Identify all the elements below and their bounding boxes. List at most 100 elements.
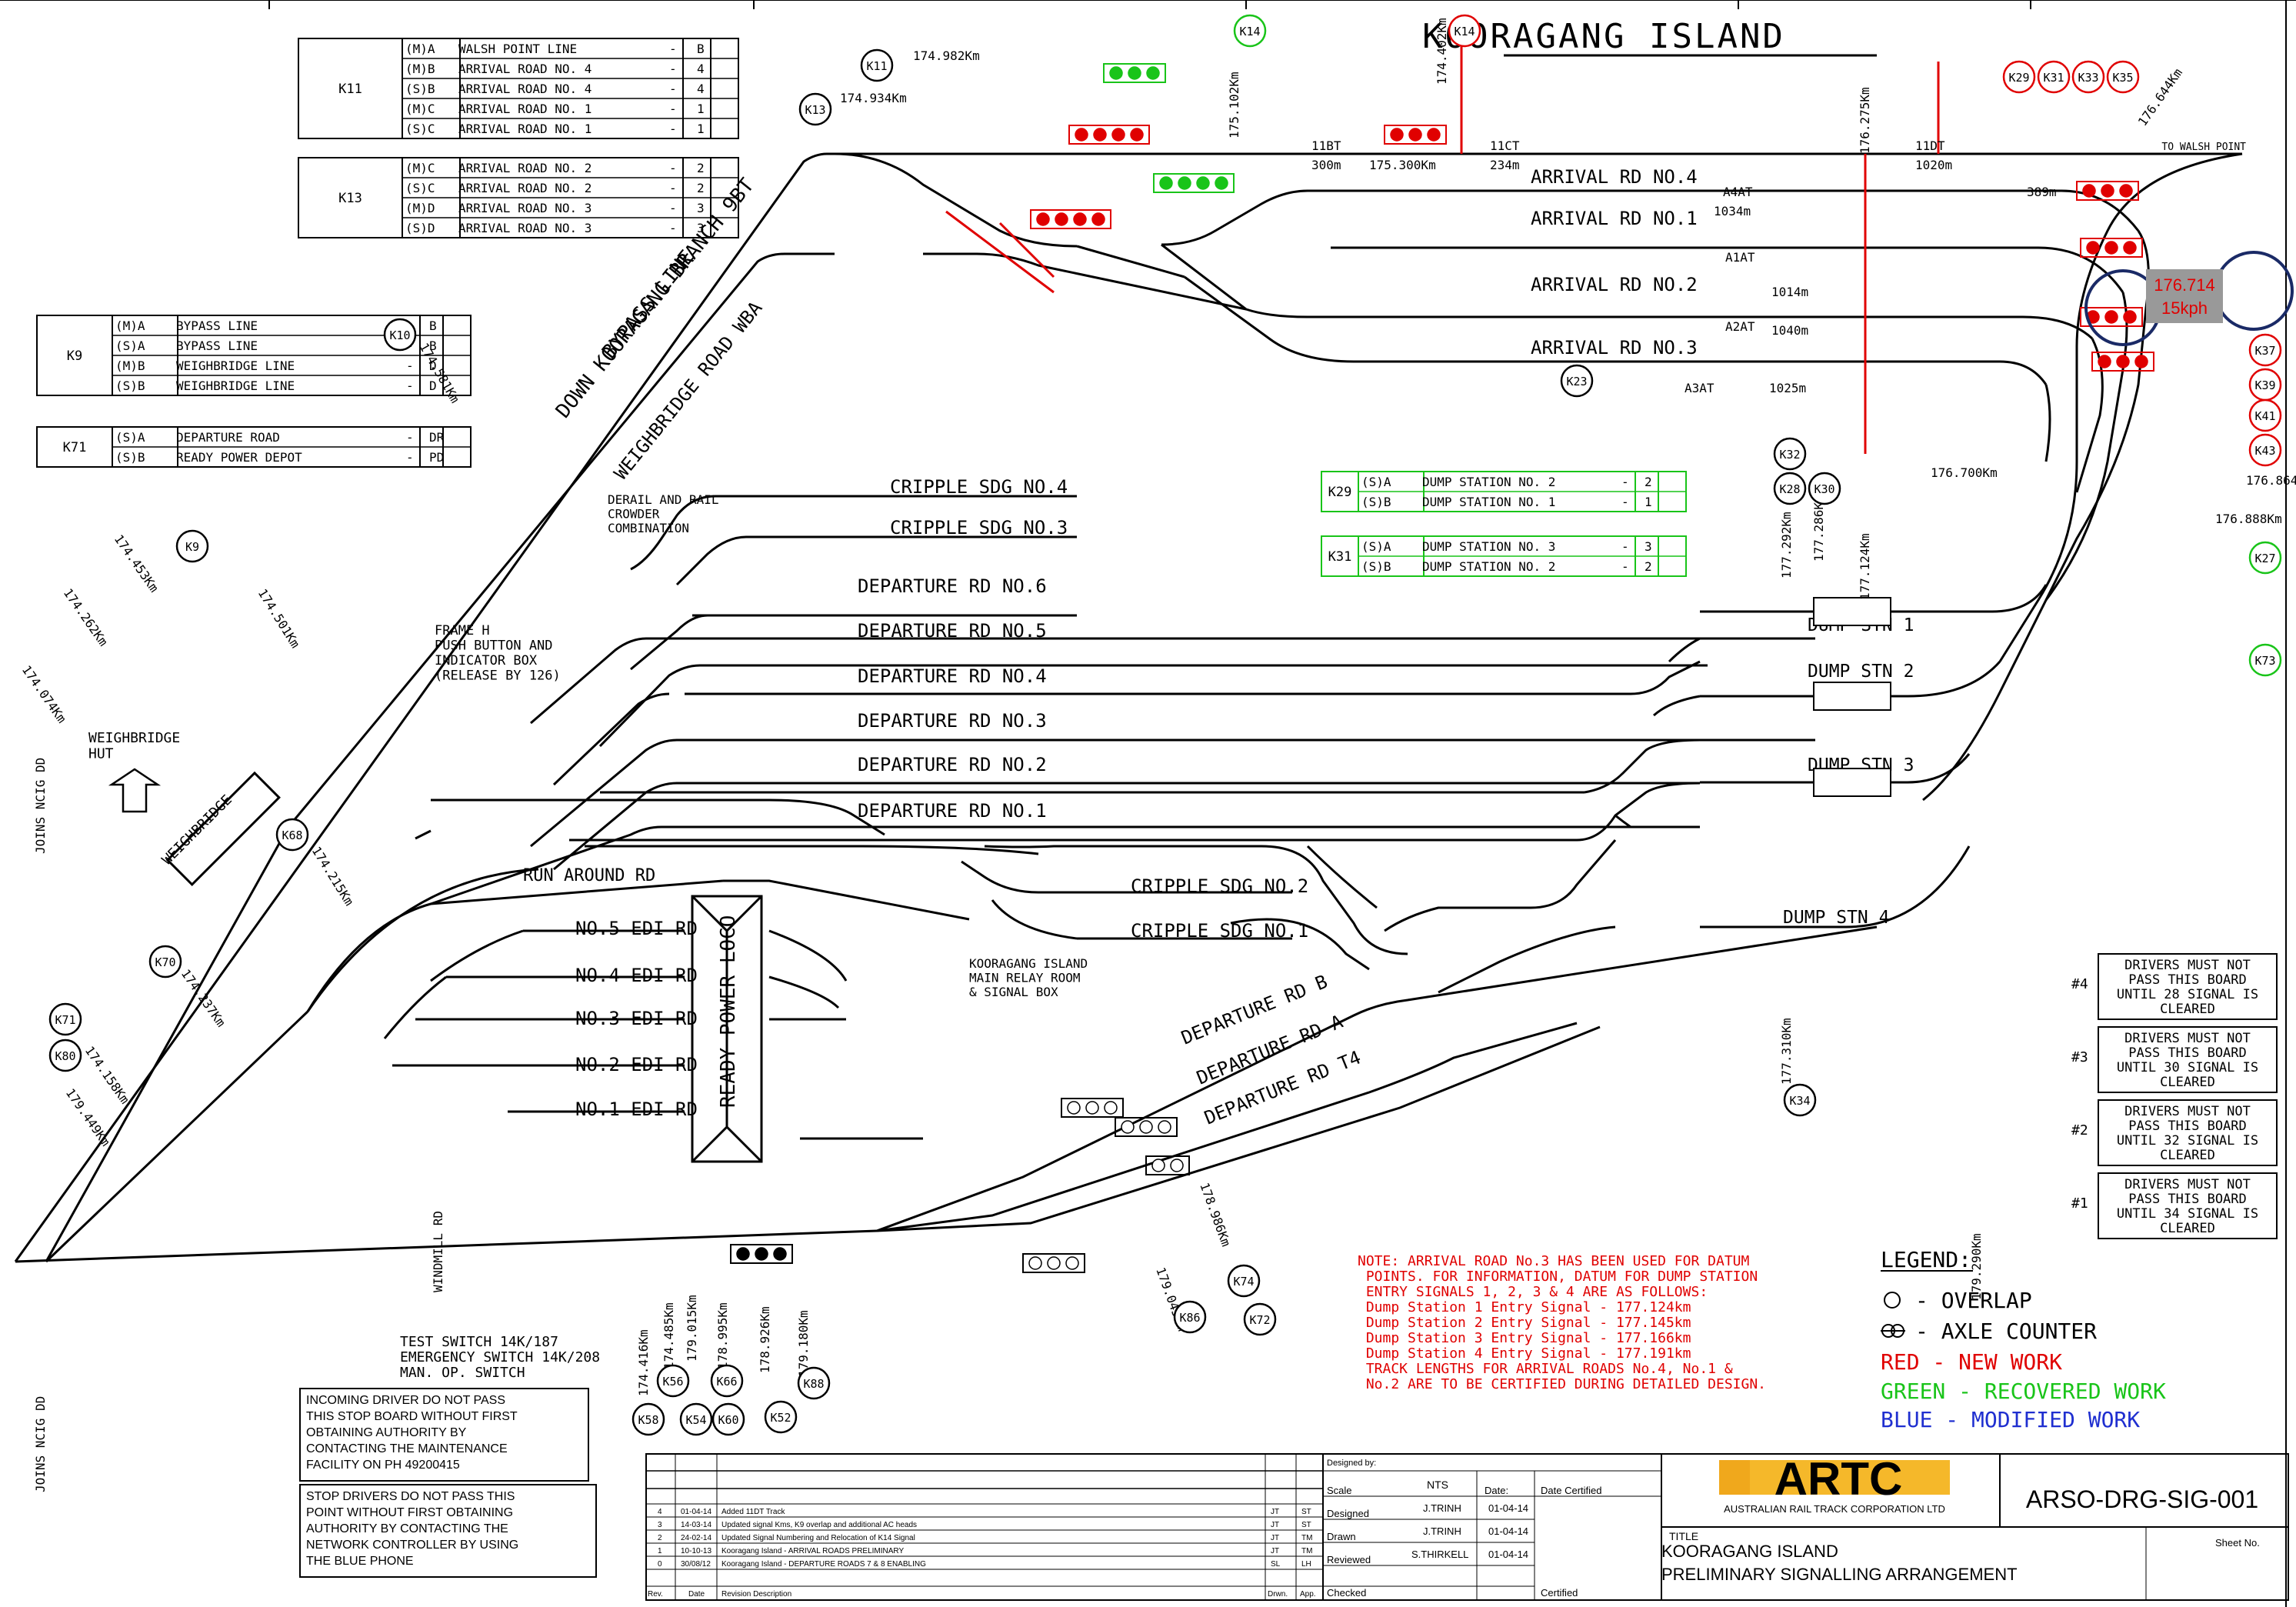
signal-label: K86 xyxy=(1179,1311,1200,1325)
route-code: (S)C xyxy=(405,181,435,195)
km-windmill: 179.290Km xyxy=(1969,1233,1984,1300)
signal-k56: K56 xyxy=(656,1364,690,1398)
route-dash: - xyxy=(406,358,414,373)
route-name: ARRIVAL ROAD NO. 2 xyxy=(458,161,591,175)
signal-k70: K70 xyxy=(148,945,182,979)
signal-label: K35 xyxy=(2112,71,2133,85)
route-code: (M)A xyxy=(115,318,145,333)
route-name: ARRIVAL ROAD NO. 4 xyxy=(458,82,591,96)
signal-label: K33 xyxy=(2078,71,2098,85)
rev-number: 0 xyxy=(658,1560,662,1569)
route-name: ARRIVAL ROAD NO. 1 xyxy=(458,122,591,136)
km-s29: 174.453Km xyxy=(112,532,162,595)
signal-head-icon xyxy=(1068,125,1150,145)
route-indicator: 3 xyxy=(697,221,705,235)
emergency-switch-note: EMERGENCY SWITCH 14K/208 xyxy=(400,1349,600,1365)
signal-label: K34 xyxy=(1789,1094,1810,1108)
route-code: (M)B xyxy=(405,62,435,76)
departure-road-label: DEPARTURE RD NO.4 xyxy=(858,665,1047,687)
route-code: (M)C xyxy=(405,161,435,175)
signal-k30: K30 xyxy=(1808,472,1841,505)
km-k14a: 175.102Km xyxy=(1227,72,1241,138)
route-name: WEIGHBRIDGE LINE xyxy=(176,358,295,373)
route-dash: - xyxy=(1621,495,1629,509)
signal-head-icon xyxy=(2080,238,2143,258)
route-indicator: 1 xyxy=(1645,495,1652,509)
route-dash: - xyxy=(669,181,677,195)
hdr-date: Date xyxy=(688,1590,705,1599)
route-dash: - xyxy=(669,82,677,96)
signal-k11: K11 xyxy=(860,48,894,82)
route-indicator: 2 xyxy=(697,161,705,175)
designer-name: J.TRINH xyxy=(1423,1502,1461,1514)
route-code: (S)B xyxy=(405,82,435,96)
axle-counter-icon xyxy=(1881,1324,1905,1338)
route-table-signal: K9 xyxy=(67,348,82,364)
route-dash: - xyxy=(406,430,414,445)
km-s14: 174.074Km xyxy=(19,662,69,725)
route-dash: - xyxy=(1621,475,1629,489)
signal-k88: K88 xyxy=(797,1366,831,1400)
signal-head-icon xyxy=(1384,125,1447,145)
track-lines xyxy=(14,152,2243,1263)
route-code: (S)D xyxy=(405,221,435,235)
date-label: Date: xyxy=(1485,1485,1508,1496)
route-dash: - xyxy=(669,201,677,215)
route-indicator: 3 xyxy=(697,201,705,215)
signal-head-icon xyxy=(1030,209,1111,229)
rev-date: 10-10-13 xyxy=(681,1547,711,1555)
signal-label: K27 xyxy=(2254,552,2275,565)
cripple-siding-label: CRIPPLE SDG NO.3 xyxy=(890,517,1068,538)
legend-blue: BLUE - MODIFIED WORK xyxy=(1881,1407,2140,1432)
drawn-label: Drawn xyxy=(1327,1531,1356,1542)
edi-road-label: NO.2 EDI RD xyxy=(575,1054,698,1075)
route-code: (S)A xyxy=(1361,539,1391,554)
drawing-number: ARSO-DRG-SIG-001 xyxy=(2026,1485,2258,1513)
signal-head-icon xyxy=(1103,63,1166,83)
route-name: DUMP STATION NO. 2 xyxy=(1422,475,1555,489)
km-k68: 174.215Km xyxy=(309,844,357,909)
signal-k35: K35 xyxy=(2106,60,2140,94)
route-dash: - xyxy=(1621,559,1629,574)
rev-app: TM xyxy=(1301,1547,1312,1555)
rev-desc: Updated Signal Numbering and Relocation … xyxy=(721,1534,915,1542)
route-dash: - xyxy=(1621,539,1629,554)
legend: LEGEND: - OVERLAP - AXLE COUNTER RED - N… xyxy=(1881,1247,2166,1432)
signal-label: K74 xyxy=(1233,1275,1254,1289)
route-name: ARRIVAL ROAD NO. 4 xyxy=(458,62,591,76)
signal-label: K73 xyxy=(2254,654,2275,668)
km-k30: 177.286Km xyxy=(1811,495,1826,562)
route-name: DUMP STATION NO. 2 xyxy=(1422,559,1555,574)
signal-head-icon xyxy=(1153,173,1235,193)
route-name: BYPASS LINE xyxy=(176,318,258,333)
dim-a1034: 1034m xyxy=(1714,204,1751,218)
rev-drwn: JT xyxy=(1271,1508,1279,1516)
route-table-signal: K31 xyxy=(1328,549,1352,565)
legend-axle: - AXLE COUNTER xyxy=(1915,1319,2097,1344)
km-dump: 177.124Km xyxy=(1858,533,1872,600)
arrival-road-label: ARRIVAL RD NO.4 xyxy=(1531,166,1698,188)
scale-value: NTS xyxy=(1427,1479,1448,1491)
signal-label: K14 xyxy=(1454,25,1475,38)
km-k32: 177.292Km xyxy=(1779,512,1794,578)
signal-k14-recovered: K14 xyxy=(1233,14,1267,48)
dim-c234: 234m xyxy=(1490,158,1520,172)
signal-label: K14 xyxy=(1239,25,1260,38)
signal-label: K88 xyxy=(803,1377,824,1391)
edi-road-label: NO.3 EDI RD xyxy=(575,1008,698,1029)
signal-label: K31 xyxy=(2043,71,2064,85)
route-indicator: PD xyxy=(429,450,444,465)
route-name: READY POWER DEPOT xyxy=(176,450,302,465)
signal-k43: K43 xyxy=(2248,433,2282,467)
reviewer-date: 01-04-14 xyxy=(1488,1549,1528,1560)
route-table-signal: K29 xyxy=(1328,485,1352,500)
signal-k39: K39 xyxy=(2248,368,2282,402)
dim-b11bt: 11BT xyxy=(1311,138,1341,153)
